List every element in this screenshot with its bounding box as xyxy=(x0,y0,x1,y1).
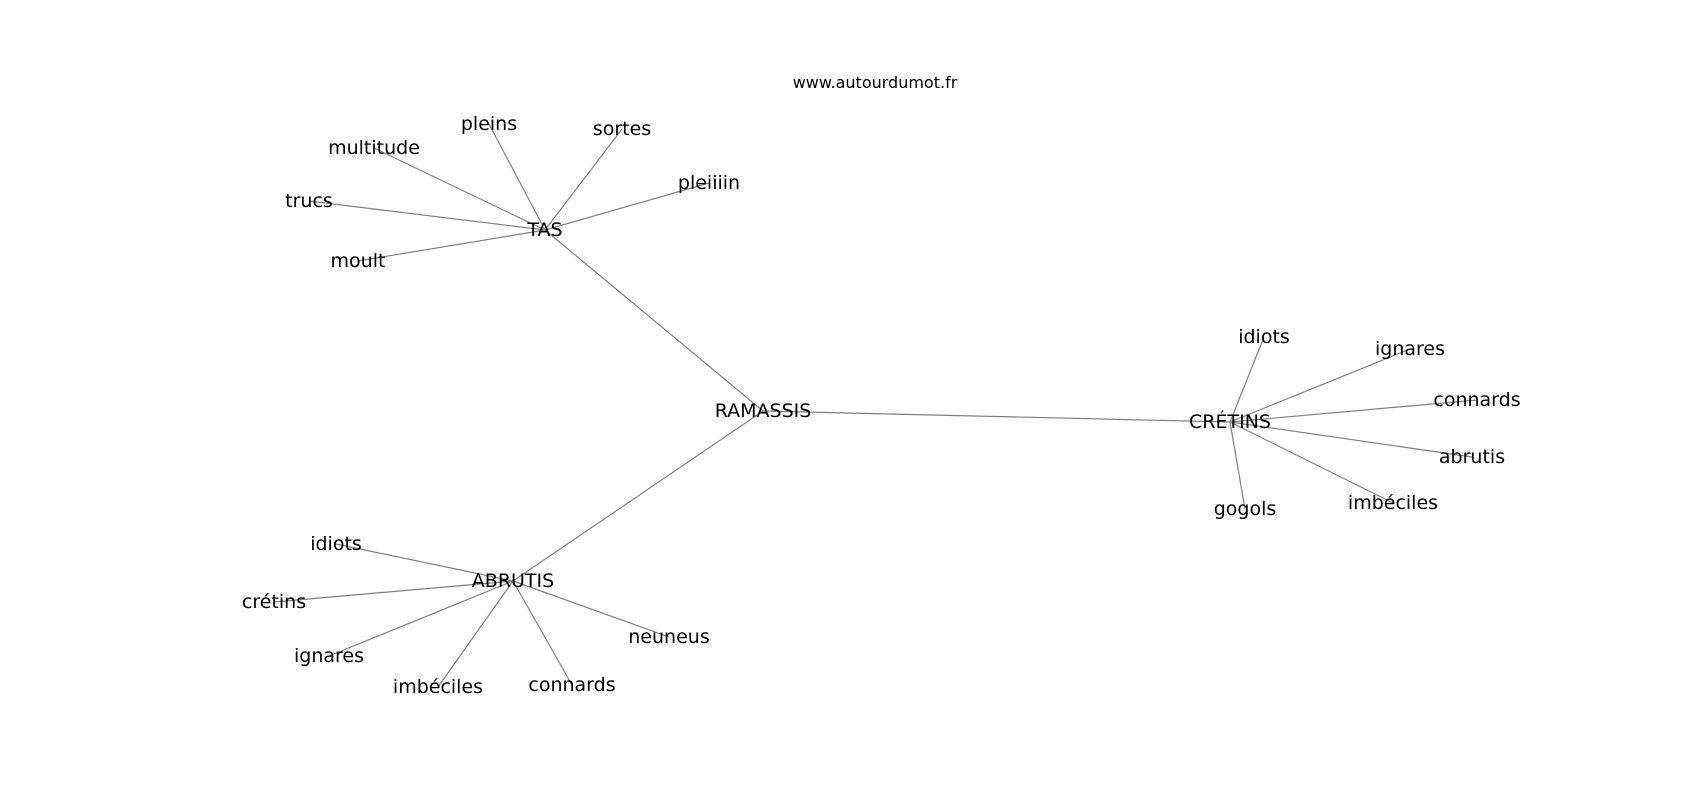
edge-hub-leaf xyxy=(273,580,514,603)
leaf-node-label[interactable]: multitude xyxy=(328,137,420,159)
source-watermark: www.autourdumot.fr xyxy=(792,73,958,92)
leaf-node-label[interactable]: neuneus xyxy=(628,626,709,648)
edge-hub-leaf xyxy=(544,128,623,231)
leaf-node-label[interactable]: connards xyxy=(1433,389,1520,411)
edge-hub-leaf xyxy=(544,182,710,231)
edge-hub-leaf xyxy=(1229,399,1478,423)
center-node-label[interactable]: RAMASSIS xyxy=(715,400,812,422)
edge-hub-leaf xyxy=(1229,348,1411,423)
leaf-node-label[interactable]: moult xyxy=(331,250,386,272)
graph-labels: RAMASSIS TAS pleins sortes multitude pleiiiin… xyxy=(242,113,1521,698)
leaf-node-label[interactable]: connards xyxy=(528,674,615,696)
leaf-node-label[interactable]: ignares xyxy=(294,645,364,667)
edge-hub-leaf xyxy=(1229,421,1473,458)
leaf-node-label[interactable]: pleiiiin xyxy=(678,172,740,194)
leaf-node-label[interactable]: crétins xyxy=(242,591,306,613)
edge-center-hub xyxy=(762,410,1231,423)
leaf-node-label[interactable]: trucs xyxy=(285,190,333,212)
leaf-node-label[interactable]: imbéciles xyxy=(1348,492,1438,514)
edge-hub-leaf xyxy=(488,123,546,231)
edge-hub-leaf xyxy=(1229,421,1394,504)
edge-center-hub xyxy=(544,229,764,412)
edge-hub-leaf xyxy=(335,543,514,582)
leaf-node-label[interactable]: ignares xyxy=(1375,338,1445,360)
edge-hub-leaf xyxy=(308,200,546,231)
hub-node-label[interactable]: ABRUTIS xyxy=(472,570,554,592)
leaf-node-label[interactable]: idiots xyxy=(1238,326,1290,348)
graph-edges xyxy=(273,123,1478,688)
leaf-node-label[interactable]: imbéciles xyxy=(393,676,483,698)
edge-hub-leaf xyxy=(1229,336,1265,423)
edge-hub-leaf xyxy=(357,229,546,262)
edge-hub-leaf xyxy=(1229,421,1246,510)
leaf-node-label[interactable]: sortes xyxy=(593,118,651,140)
leaf-node-label[interactable]: gogols xyxy=(1214,498,1277,520)
leaf-node-label[interactable]: abrutis xyxy=(1439,446,1505,468)
edge-hub-leaf xyxy=(437,580,514,688)
hub-node-label[interactable]: TAS xyxy=(526,219,562,241)
edge-hub-leaf xyxy=(512,580,670,638)
leaf-node-label[interactable]: idiots xyxy=(310,533,362,555)
edge-center-hub xyxy=(512,410,764,582)
edge-hub-leaf xyxy=(328,580,514,657)
hub-node-label[interactable]: CRÉTINS xyxy=(1189,410,1271,433)
edge-hub-leaf xyxy=(373,147,546,231)
leaf-node-label[interactable]: pleins xyxy=(461,113,517,135)
edge-hub-leaf xyxy=(512,580,573,686)
